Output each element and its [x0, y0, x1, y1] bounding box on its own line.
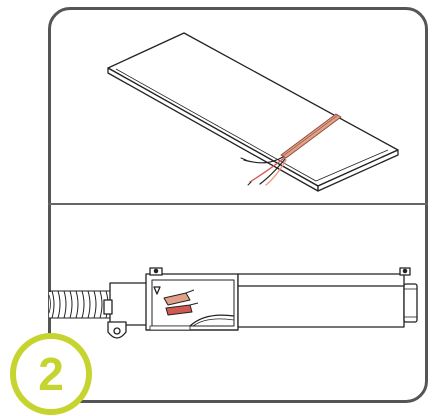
led-strip-panel-icon — [107, 32, 399, 192]
corrugated-hose-icon — [48, 290, 110, 319]
wires-icon — [240, 156, 287, 186]
panel-divider — [48, 203, 428, 205]
connector-wires-icon — [163, 289, 199, 316]
step-number: 2 — [38, 348, 64, 400]
step-number-badge: 2 — [10, 333, 92, 415]
connector-housing-icon — [48, 267, 418, 339]
